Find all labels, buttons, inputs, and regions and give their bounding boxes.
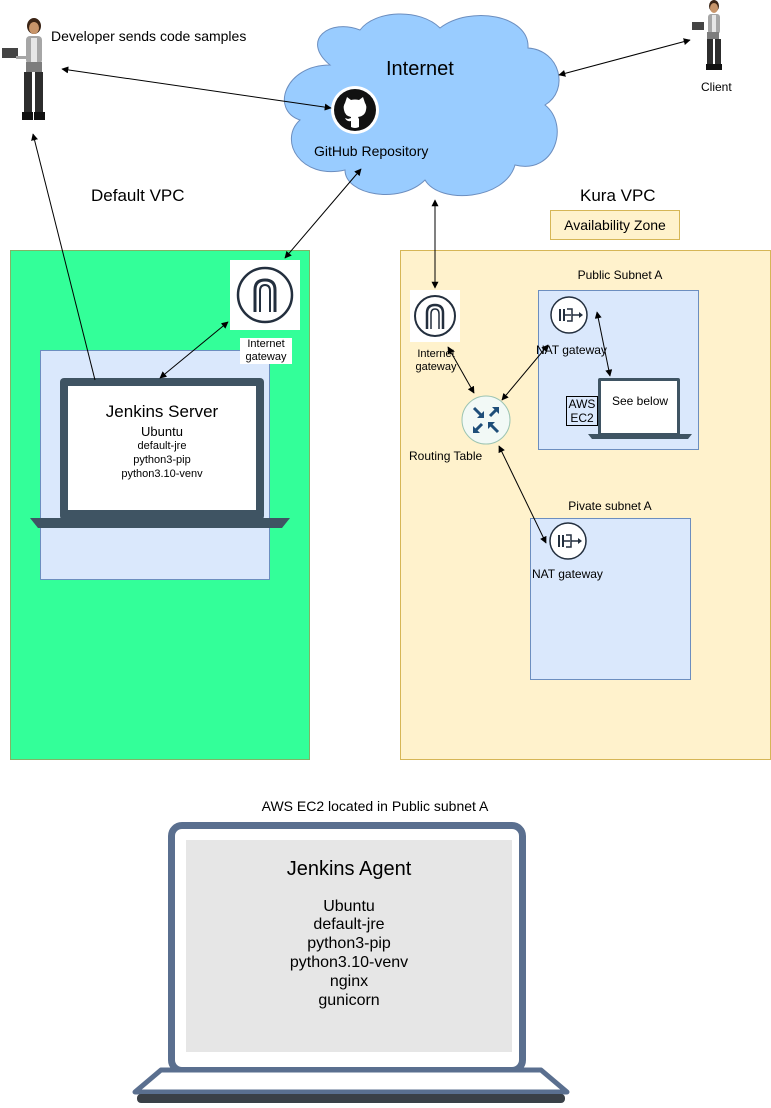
jenkins-server-line-2: default-jre [137, 440, 187, 452]
arrow-routing-private-nat [498, 445, 547, 544]
jenkins-server-line-3: python3-pip [133, 454, 191, 466]
jenkins-agent-laptop-base [132, 1067, 570, 1103]
jenkins-agent-line-6: gunicorn [318, 992, 380, 1009]
jenkins-server-line-4: python3.10-venv [121, 468, 203, 480]
github-icon [331, 86, 379, 134]
routing-table-icon [461, 395, 511, 445]
jenkins-agent-title: Jenkins Agent [286, 858, 412, 880]
jenkins-server-laptop-base [30, 518, 290, 528]
arrow-client-cloud [558, 38, 691, 77]
ec2-mini-screen [601, 381, 677, 433]
arrow-developer-github [61, 66, 332, 111]
ec2-mini-laptop-base [588, 434, 692, 439]
arrow-server-developer [31, 133, 96, 381]
jenkins-agent-line-2: default-jre [313, 916, 385, 933]
developer-label: Developer sends code samples [51, 28, 247, 44]
jenkins-agent-screen [186, 840, 512, 1052]
default-internet-gateway-label: Internet gateway [240, 338, 292, 364]
kura-internet-gateway-label: Internet gateway [415, 348, 457, 373]
internet-gateway-icon [414, 295, 456, 337]
kura-vpc-title: Kura VPC [580, 186, 656, 205]
availability-zone-label: Availability Zone [564, 217, 666, 233]
client-person-icon [692, 0, 722, 70]
client-label: Client [701, 80, 732, 94]
jenkins-agent-line-1: Ubuntu [323, 898, 375, 915]
internet-gateway-icon [236, 266, 294, 324]
internet-title: Internet [386, 58, 454, 80]
jenkins-server-screen [68, 386, 256, 510]
arrow-gateway-server [159, 321, 229, 379]
default-vpc-title: Default VPC [91, 186, 185, 205]
arrow-routing-public-nat [501, 344, 549, 401]
public-nat-gateway-label: NAT gateway [536, 343, 607, 357]
developer-person-icon [2, 18, 45, 120]
agent-caption: AWS EC2 located in Public subnet A [261, 798, 489, 814]
arrow-kura-gateway-routing [447, 346, 475, 394]
aws-ec2-badge: AWS EC2 [566, 396, 598, 426]
jenkins-server-title: Jenkins Server [105, 402, 219, 421]
arrow-nat-ec2 [594, 311, 613, 377]
jenkins-agent-line-5: nginx [329, 973, 369, 990]
arrow-cloud-default-gateway [284, 168, 362, 259]
public-subnet-title: Public Subnet A [577, 268, 663, 282]
private-subnet-title: Pivate subnet A [568, 499, 652, 513]
nat-gateway-icon [550, 296, 588, 334]
ec2-mini-screen-text: See below [612, 394, 669, 408]
nat-gateway-icon [549, 522, 587, 560]
kura-internet-gateway [410, 290, 460, 342]
default-internet-gateway [230, 260, 300, 330]
routing-table-label: Routing Table [409, 449, 483, 463]
private-nat-gateway-label: NAT gateway [532, 567, 603, 581]
github-repository-label: GitHub Repository [314, 143, 429, 159]
availability-zone-box [550, 210, 680, 240]
jenkins-server-line-1: Ubuntu [141, 424, 183, 439]
jenkins-agent-line-4: python3.10-venv [289, 954, 409, 971]
jenkins-agent-line-3: python3-pip [307, 935, 391, 952]
